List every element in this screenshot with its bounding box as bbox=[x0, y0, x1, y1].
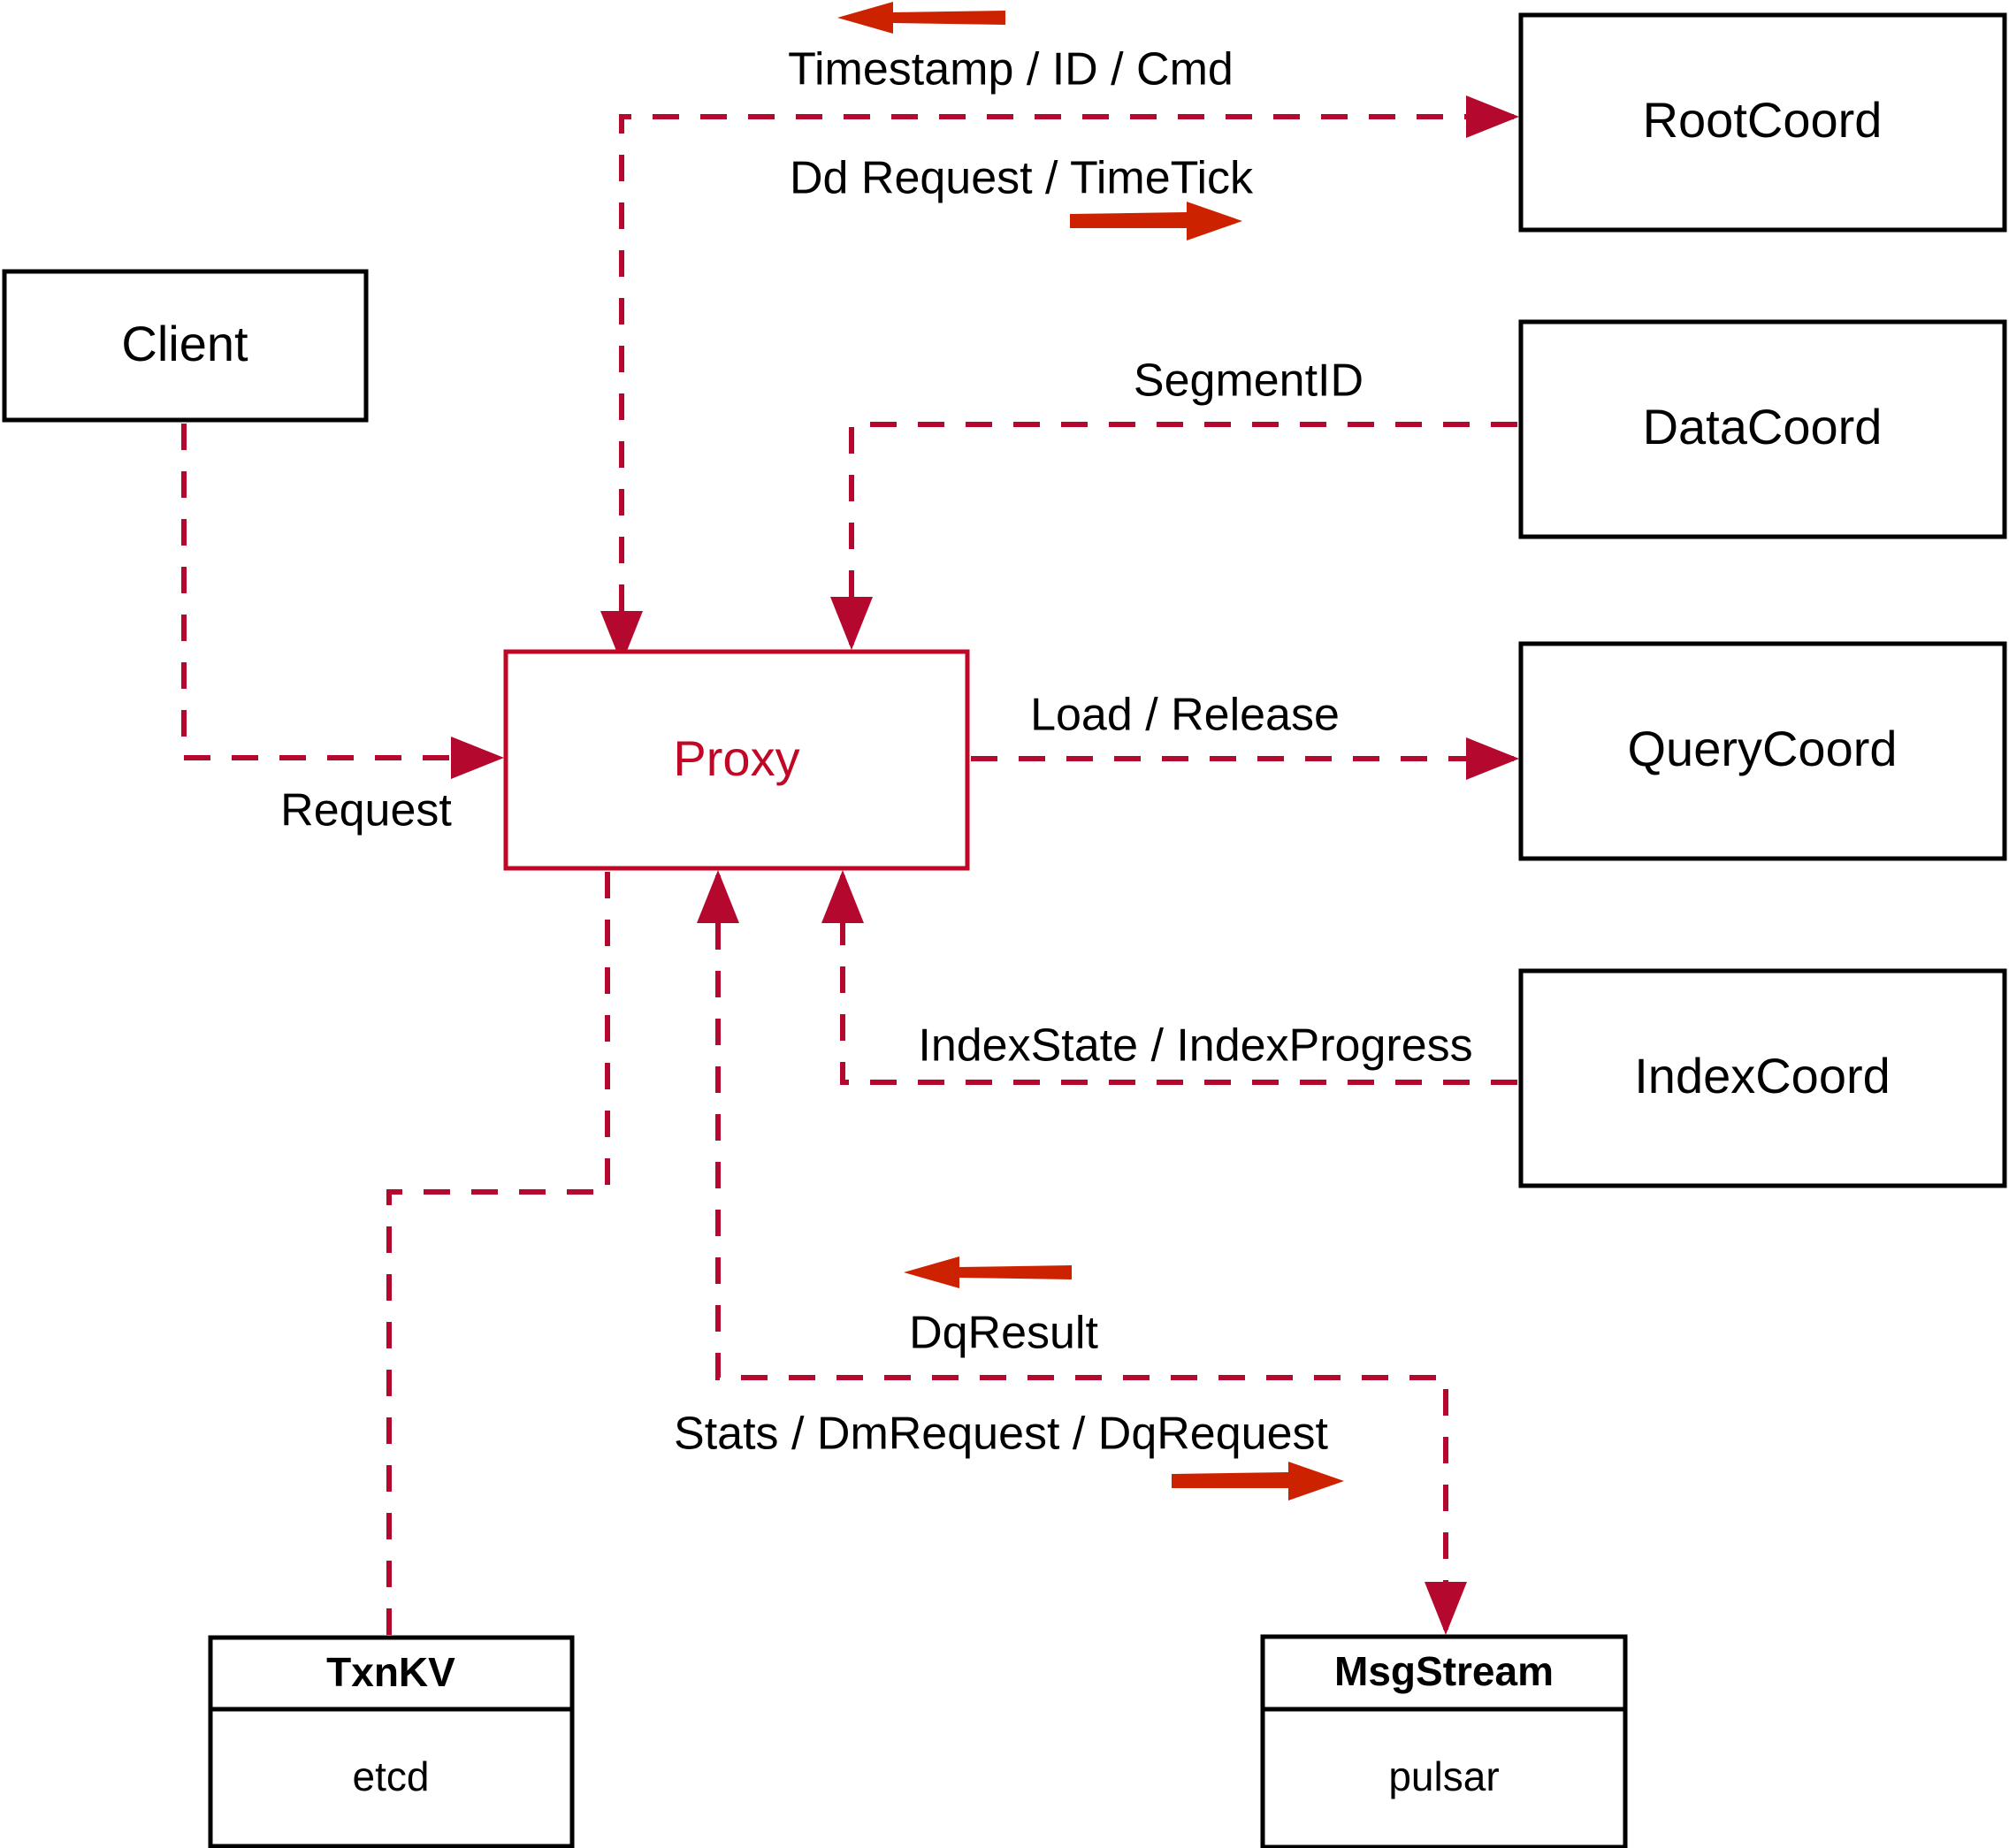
store-node-group: TxnKV etcd MsgStream pulsar bbox=[208, 1634, 1628, 1848]
edge-label-timestamp: Timestamp / ID / Cmd bbox=[788, 44, 1234, 95]
node-querycoord[interactable]: QueryCoord bbox=[1518, 641, 2007, 861]
edge-label-load-release: Load / Release bbox=[1030, 690, 1340, 741]
node-rootcoord-label: RootCoord bbox=[1643, 92, 1883, 148]
edge-label-group: Timestamp / ID / Cmd Dd Request / TimeTi… bbox=[280, 44, 1472, 1460]
node-msgstream-subtitle: pulsar bbox=[1388, 1753, 1499, 1799]
node-txnkv[interactable]: TxnKV etcd bbox=[208, 1635, 575, 1848]
node-proxy[interactable]: Proxy bbox=[503, 649, 970, 871]
node-datacoord-label: DataCoord bbox=[1643, 399, 1883, 454]
edge-label-segmentid: SegmentID bbox=[1134, 355, 1364, 407]
node-txnkv-subtitle: etcd bbox=[353, 1753, 430, 1799]
node-indexcoord[interactable]: IndexCoord bbox=[1518, 968, 2007, 1188]
node-indexcoord-label: IndexCoord bbox=[1634, 1048, 1891, 1103]
edge-datacoord-proxy bbox=[830, 422, 1517, 650]
node-msgstream[interactable]: MsgStream pulsar bbox=[1260, 1634, 1628, 1848]
node-querycoord-label: QueryCoord bbox=[1627, 721, 1897, 776]
arrow-statsdm-direction bbox=[1172, 1462, 1344, 1501]
node-client[interactable]: Client bbox=[2, 269, 369, 423]
edge-label-stats-dmrequest-dqrequest: Stats / DmRequest / DqRequest bbox=[674, 1409, 1328, 1460]
edge-proxy-msgstream bbox=[697, 870, 1467, 1635]
arrow-dqresult-direction bbox=[904, 1256, 1072, 1288]
edge-proxy-txnkv bbox=[386, 872, 610, 1641]
node-proxy-label: Proxy bbox=[673, 730, 799, 786]
edge-client-proxy bbox=[181, 424, 504, 779]
arrow-ddrequest-direction bbox=[1070, 202, 1242, 241]
edge-label-indexstate: IndexState / IndexProgress bbox=[918, 1020, 1472, 1072]
node-client-label: Client bbox=[121, 316, 248, 371]
node-group: Client Proxy RootCoord DataCoord QueryCo… bbox=[2, 12, 2007, 1188]
node-rootcoord[interactable]: RootCoord bbox=[1518, 12, 2007, 233]
edge-label-ddrequest: Dd Request / TimeTick bbox=[790, 153, 1254, 204]
edge-label-request: Request bbox=[280, 785, 452, 836]
legend-arrow-group bbox=[837, 2, 1344, 1501]
edge-label-dqresult: DqResult bbox=[909, 1308, 1098, 1359]
edge-group bbox=[181, 95, 1519, 1641]
arrow-timestamp-direction bbox=[837, 2, 1005, 34]
edge-proxy-rootcoord bbox=[600, 95, 1519, 664]
node-msgstream-title: MsgStream bbox=[1334, 1648, 1554, 1694]
node-txnkv-title: TxnKV bbox=[326, 1649, 455, 1695]
node-datacoord[interactable]: DataCoord bbox=[1518, 319, 2007, 539]
